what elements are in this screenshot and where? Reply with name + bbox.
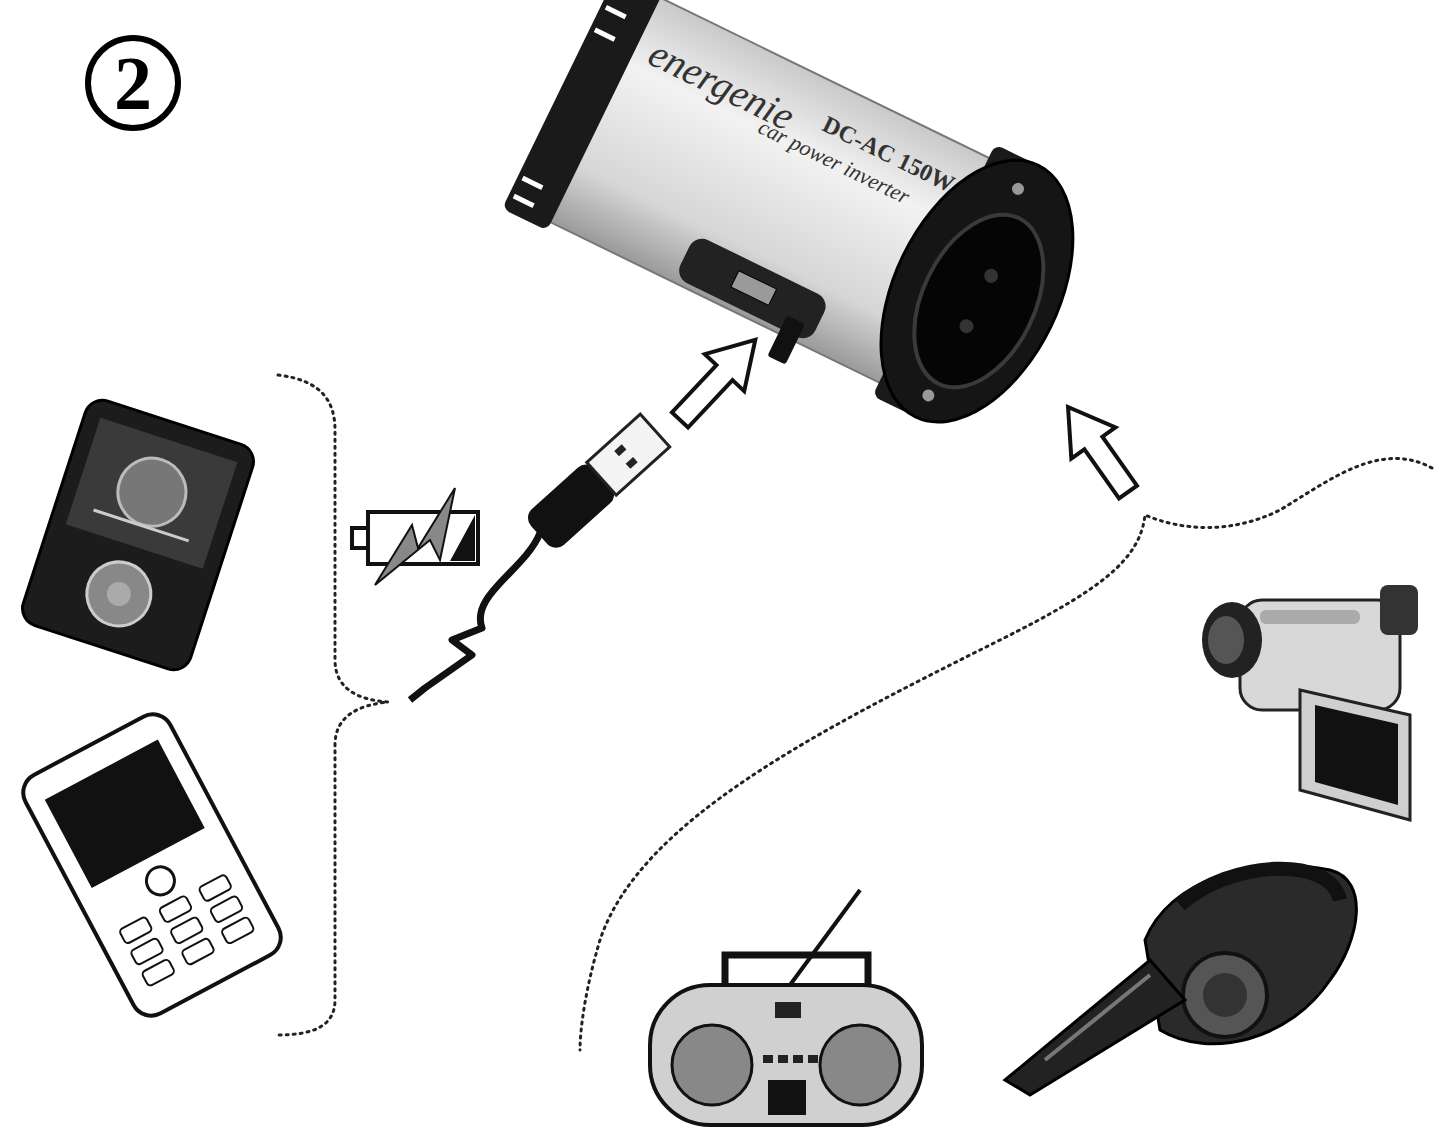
screw xyxy=(1010,181,1026,197)
drawing-part xyxy=(1202,602,1262,678)
usb-plug xyxy=(523,413,671,553)
drawing-part xyxy=(1005,960,1185,1095)
callout-circle: 2 xyxy=(84,34,182,132)
drawing-part xyxy=(450,515,475,561)
mp3-player xyxy=(18,396,258,675)
drawing-part xyxy=(1045,975,1150,1060)
cap-ribs xyxy=(513,0,638,208)
drawing-part xyxy=(521,176,543,190)
callout-number: 2 xyxy=(114,45,152,121)
drawing-part xyxy=(79,554,160,635)
drawing-part xyxy=(209,895,243,923)
screw xyxy=(920,387,936,403)
hollow-arrow xyxy=(1046,391,1150,507)
camcorder xyxy=(1202,585,1418,820)
drawing-part xyxy=(650,985,922,1125)
drawing-part xyxy=(18,396,258,675)
drawing-part xyxy=(141,959,175,987)
drawing-part xyxy=(181,937,215,965)
drawing-part xyxy=(775,1002,801,1018)
drawing-part xyxy=(130,937,164,965)
drawing-part xyxy=(605,5,627,19)
hollow-arrow xyxy=(660,321,775,438)
drawing-part xyxy=(587,414,670,495)
drawing-part xyxy=(1180,869,1340,905)
drawing-part xyxy=(1145,866,1356,1044)
callout-circle-outline xyxy=(88,38,178,128)
drawing-part xyxy=(142,862,180,900)
power-switch xyxy=(767,315,805,364)
dotted-bracket xyxy=(278,375,388,1035)
drawing-part xyxy=(1260,610,1360,624)
drawing-part xyxy=(221,916,255,944)
drawing-part xyxy=(793,1055,803,1063)
drawing-part xyxy=(1300,690,1410,820)
battery-charge-icon xyxy=(352,488,478,585)
drawing-part xyxy=(158,895,192,923)
drawing-part xyxy=(1203,973,1247,1017)
drawing-part xyxy=(1315,705,1398,805)
inverter-rear-cap xyxy=(502,0,664,231)
boombox-radio xyxy=(650,890,922,1125)
drawing-part xyxy=(45,740,205,888)
drawing-part xyxy=(626,457,638,469)
drawing-part xyxy=(808,1055,818,1063)
drawing-part xyxy=(198,874,232,902)
drawing-part xyxy=(614,444,626,456)
drawing-part xyxy=(352,528,368,548)
drawing-part xyxy=(170,916,204,944)
drawing-part xyxy=(1183,953,1267,1037)
hand-vacuum xyxy=(1005,866,1356,1095)
mobile-phone xyxy=(16,707,288,1022)
drawing-part xyxy=(16,707,288,1022)
drawing-part xyxy=(513,194,535,208)
drawing-part xyxy=(763,1055,818,1063)
side-panel xyxy=(674,234,830,343)
drawing-part xyxy=(763,1055,773,1063)
usb-port xyxy=(731,271,777,306)
socket-pin xyxy=(982,266,1001,285)
drawing-part xyxy=(594,27,616,41)
socket-pin xyxy=(957,317,976,336)
socket-hole xyxy=(888,194,1069,408)
drawing-part xyxy=(375,488,455,585)
drawing-part xyxy=(119,916,153,944)
dotted-bracket xyxy=(580,459,1432,1050)
drawing-part xyxy=(66,418,238,569)
drawing-part xyxy=(119,874,255,987)
drawing-part xyxy=(820,1025,900,1105)
drawing-part xyxy=(790,890,860,985)
drawing-part xyxy=(104,579,134,609)
drawing-part xyxy=(94,510,189,541)
drawing-part xyxy=(1208,616,1244,664)
drawing-part xyxy=(768,1080,806,1115)
drawing-part xyxy=(109,449,195,535)
drawing-part xyxy=(1380,585,1418,635)
drawing-part xyxy=(778,1055,788,1063)
drawing-part xyxy=(672,1025,752,1105)
power-inverter xyxy=(495,0,1112,462)
